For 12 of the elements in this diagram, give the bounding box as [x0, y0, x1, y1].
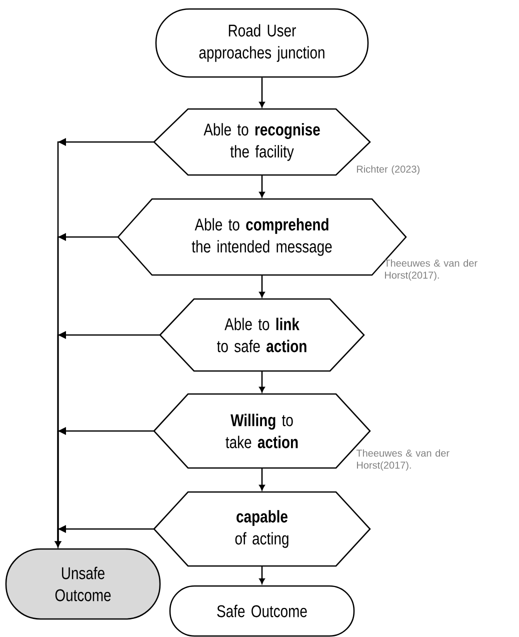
terminal-box: Road User approaches junction — [155, 8, 369, 78]
decision-hexagon: Able to link to safe action — [159, 298, 365, 372]
decision-hexagon: capable of acting — [153, 491, 371, 567]
terminal-box: Safe Outcome — [169, 585, 355, 637]
arrow — [259, 468, 265, 490]
arrow — [55, 525, 154, 547]
arrow — [259, 175, 265, 198]
arrow — [259, 371, 265, 392]
arrow — [259, 566, 265, 584]
arrow — [259, 275, 265, 298]
arrow — [259, 78, 265, 108]
terminal-box: Unsafe Outcome — [5, 548, 161, 620]
